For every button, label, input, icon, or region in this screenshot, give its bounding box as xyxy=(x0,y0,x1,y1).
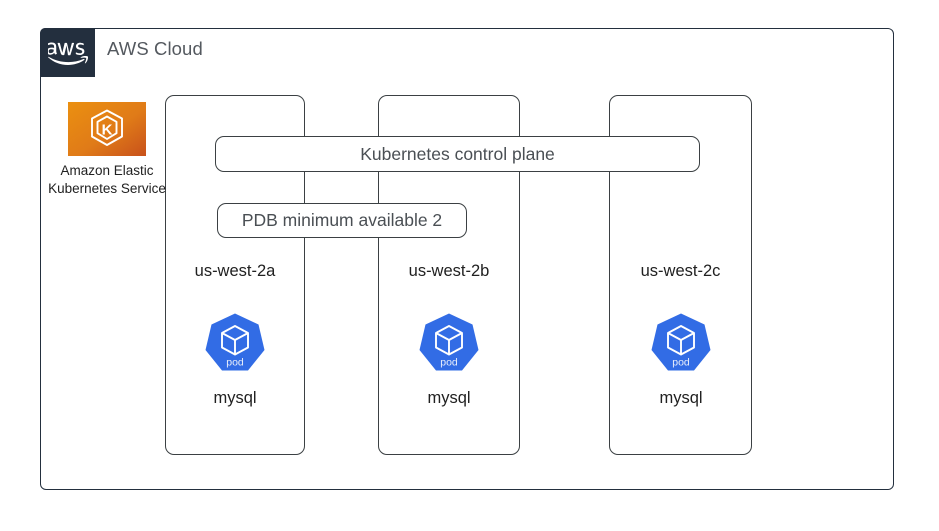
svg-text:pod: pod xyxy=(440,357,458,369)
pod-group-us-west-2b: pod mysql xyxy=(394,312,504,408)
aws-logo-icon xyxy=(40,28,95,77)
pdb-box: PDB minimum available 2 xyxy=(217,203,467,238)
availability-zone-box-us-west-2b xyxy=(378,95,520,455)
pod-name-label: mysql xyxy=(427,389,471,407)
availability-zone-label-us-west-2a: us-west-2a xyxy=(194,262,276,280)
amazon-eks-label: Amazon Elastic Kubernetes Service xyxy=(48,163,166,196)
svg-text:K: K xyxy=(102,122,113,139)
aws-cloud-boundary xyxy=(40,28,894,490)
kubernetes-pod-icon: pod xyxy=(419,313,479,371)
svg-text:pod: pod xyxy=(226,357,244,369)
availability-zone-label-us-west-2c: us-west-2c xyxy=(640,262,721,280)
kubernetes-pod-icon: pod xyxy=(651,313,711,371)
pod-name-label: mysql xyxy=(213,389,257,407)
aws-cloud-label: AWS Cloud xyxy=(107,38,203,59)
availability-zone-box-us-west-2c xyxy=(609,95,752,455)
amazon-eks-icon: K xyxy=(68,102,146,156)
svg-text:pod: pod xyxy=(672,357,690,369)
kubernetes-control-plane-box: Kubernetes control plane xyxy=(215,136,700,172)
pod-group-us-west-2a: pod mysql xyxy=(180,312,290,408)
availability-zone-label-us-west-2b: us-west-2b xyxy=(408,262,490,280)
availability-zone-box-us-west-2a xyxy=(165,95,305,455)
pod-group-us-west-2c: pod mysql xyxy=(626,312,736,408)
pod-name-label: mysql xyxy=(659,389,703,407)
kubernetes-pod-icon: pod xyxy=(205,313,265,371)
